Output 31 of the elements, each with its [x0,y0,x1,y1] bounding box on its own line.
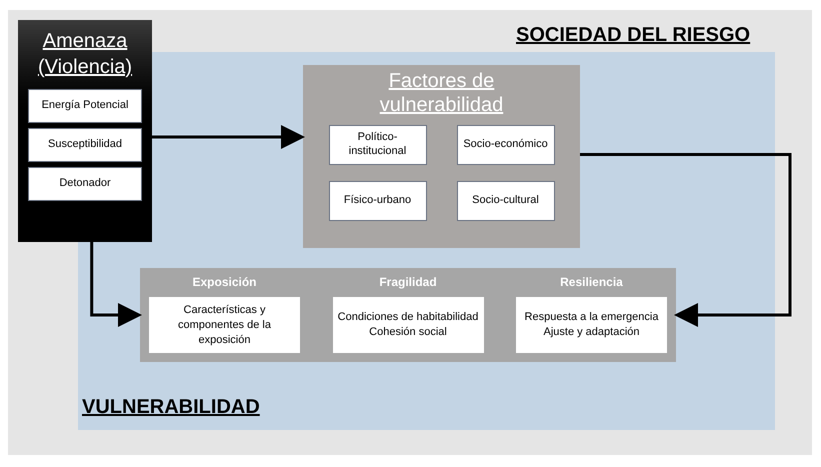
vulnerability-components-panel [140,268,676,362]
factor-box [28,89,142,123]
arrow [580,153,792,327]
panel-title: Amenaza (Violencia) [36,29,134,80]
factor-text: Socio-económico [463,138,548,152]
threat-panel [18,20,152,242]
component-heading: Fragilidad [379,274,437,291]
factor-box [28,167,142,201]
factor-text: Político-institucional [348,131,408,159]
factor-text: Detonador [59,177,111,191]
area-title: SOCIEDAD DEL RIESGO [516,24,750,46]
component-text: Características y componentes de la exposición [177,302,272,348]
factor-text: Físico-urbano [344,194,412,208]
arrow [152,125,305,149]
factor-box [456,125,554,165]
factors-panel [303,65,580,248]
panel-title: Factores de vulnerabilidad [378,69,504,117]
area-title: VULNERABILIDAD [82,396,260,418]
factor-text: Energía Potencial [42,99,128,113]
factor-box [456,181,554,221]
risk-society-area [8,10,812,455]
factor-box [328,181,426,221]
component-text: Condiciones de habitabilidad Cohesión social [336,310,480,340]
component-text: Respuesta a la emergencia Ajuste y adaptación [524,310,660,340]
factor-box [328,125,426,165]
component-heading: Resiliencia [560,274,623,291]
arrow [90,242,142,327]
factor-box [28,128,142,162]
factor-text: Susceptibilidad [48,138,122,152]
factor-text: Socio-cultural [472,194,539,208]
component-heading: Exposición [192,274,256,291]
